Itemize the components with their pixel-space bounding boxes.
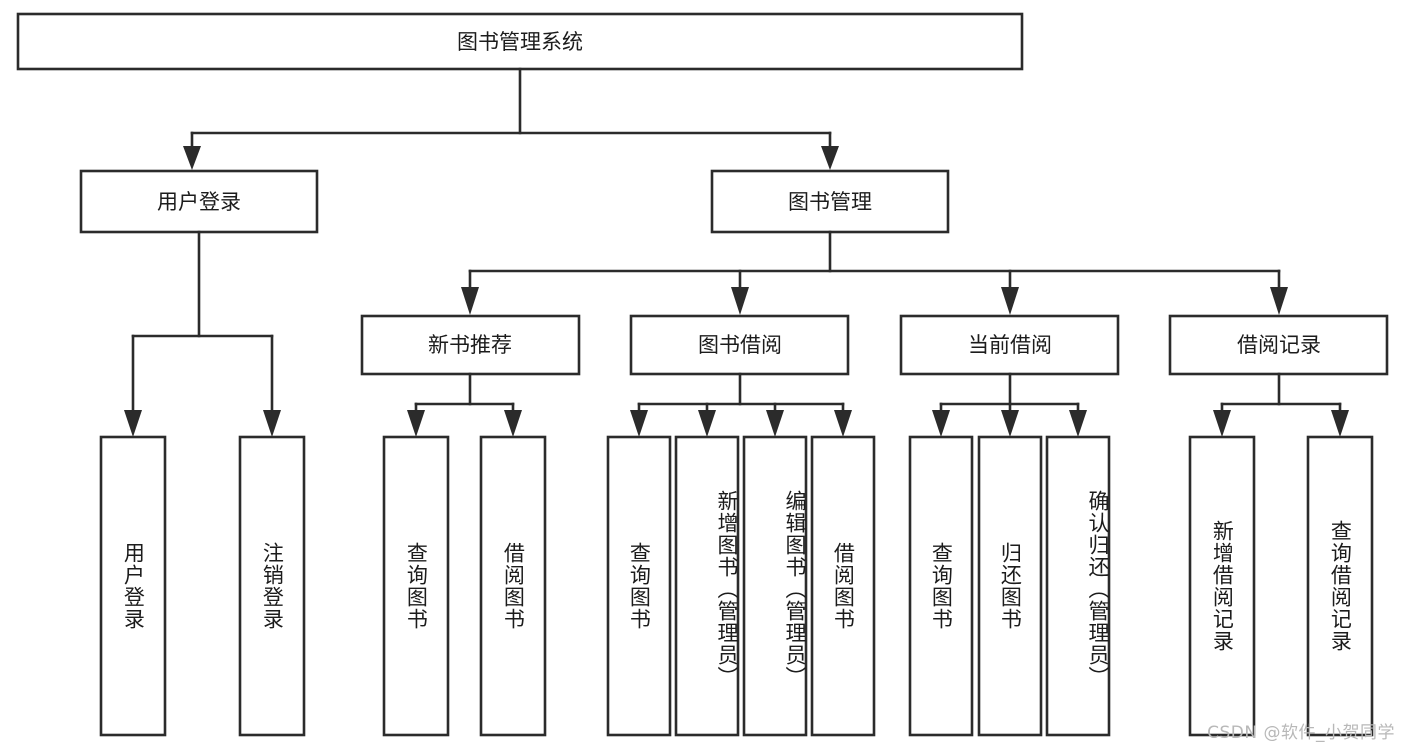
arrowhead-leaf-user-login	[124, 410, 142, 437]
node-current-borrow-box[interactable]	[899, 314, 1120, 376]
arrowhead-borrowrecord-leaf-2	[1331, 410, 1349, 437]
arrowhead-bookborrow-leaf-2	[698, 410, 716, 437]
arrowhead-current-borrow	[1001, 287, 1019, 315]
leaf-box-user-login[interactable]	[99, 435, 167, 737]
node-new-book-box[interactable]	[360, 314, 581, 376]
arrowhead-currentborrow-leaf-3	[1069, 410, 1087, 437]
leaf-box-record-add[interactable]	[1188, 435, 1256, 737]
leaf-box-currentborrow-return[interactable]	[977, 435, 1043, 737]
leaf-box-currentborrow-query[interactable]	[908, 435, 974, 737]
node-root-label: 图书管理系统	[457, 30, 583, 54]
leaf-box-logout[interactable]	[238, 435, 306, 737]
arrowhead-leaf-logout	[263, 410, 281, 437]
leaf-box-bookborrow-edit[interactable]	[742, 435, 808, 737]
node-user-login-label: 用户登录	[157, 190, 241, 214]
node-book-borrow-label: 图书借阅	[698, 333, 782, 357]
arrowhead-newbook-leaf-2	[504, 410, 522, 437]
arrowhead-bookborrow-leaf-4	[834, 410, 852, 437]
leaf-box-bookborrow-add[interactable]	[674, 435, 740, 737]
arrowhead-currentborrow-leaf-1	[932, 410, 950, 437]
arrowhead-bookborrow-leaf-3	[766, 410, 784, 437]
leaf-box-record-query[interactable]	[1306, 435, 1374, 737]
arrowhead-currentborrow-leaf-2	[1001, 410, 1019, 437]
node-current-borrow-label: 当前借阅	[968, 333, 1052, 357]
arrowhead-borrowrecord-leaf-1	[1213, 410, 1231, 437]
arrowhead-borrow-record	[1270, 287, 1288, 315]
leaf-box-newbook-borrow[interactable]	[479, 435, 547, 737]
node-root-box[interactable]	[16, 12, 1024, 71]
arrowhead-book-borrow	[731, 287, 749, 315]
node-book-borrow-box[interactable]	[629, 314, 850, 376]
arrowhead-bookmgmt	[821, 146, 839, 170]
arrowhead-bookborrow-leaf-1	[630, 410, 648, 437]
arrowhead-newbook-leaf-1	[407, 410, 425, 437]
leaf-box-bookborrow-lend[interactable]	[810, 435, 876, 737]
arrowhead-new-book	[461, 287, 479, 315]
leaf-box-newbook-query[interactable]	[382, 435, 450, 737]
node-borrow-record-box[interactable]	[1168, 314, 1389, 376]
leaf-box-currentborrow-confirm[interactable]	[1045, 435, 1111, 737]
leaf-box-bookborrow-query[interactable]	[606, 435, 672, 737]
node-new-book-label: 新书推荐	[428, 333, 512, 357]
node-book-management-box[interactable]	[710, 169, 950, 234]
node-book-management-label: 图书管理	[788, 190, 872, 214]
csdn-watermark: CSDN @软件_小贺同学	[1207, 723, 1395, 743]
arrowhead-userlogin	[183, 146, 201, 170]
node-borrow-record-label: 借阅记录	[1237, 333, 1321, 357]
